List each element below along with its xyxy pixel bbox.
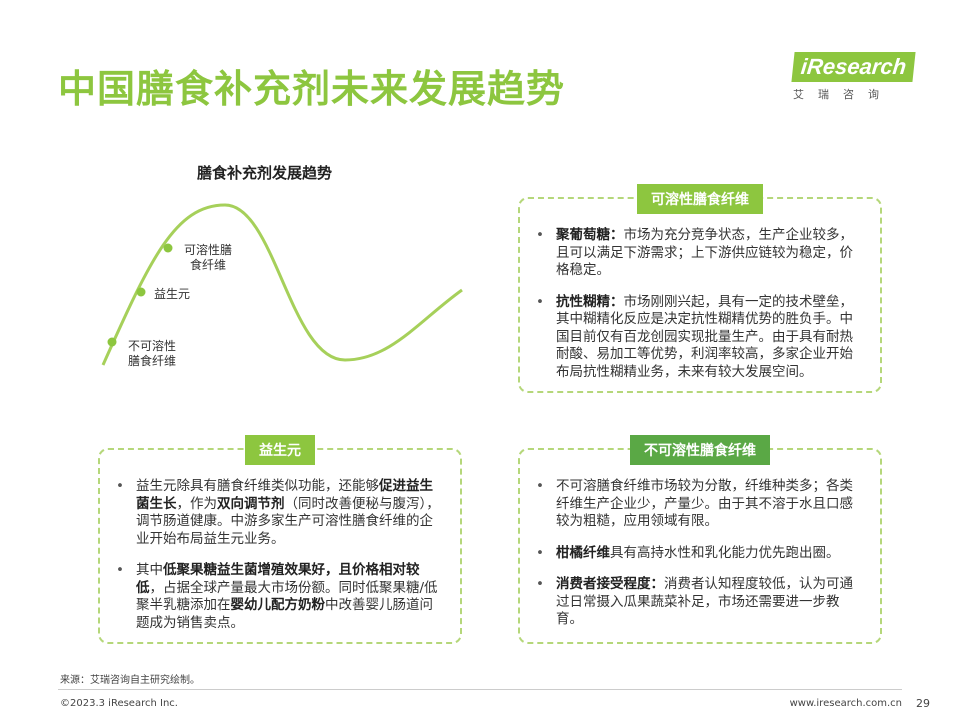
text: 市场刚刚兴起，具有一定的技术壁垒，其中糊精化反应是决定抗性糊精优势的胜负手。中国… (556, 293, 853, 380)
bullet-item: 柑橘纤维具有高持水性和乳化能力优先跑出圈。 (536, 544, 864, 563)
trend-dot (136, 287, 146, 297)
bullet-item: 其中低聚果糖益生菌增殖效果好，且价格相对较低，占据全球产量最大市场份额。同时低聚… (116, 562, 444, 632)
soluble-fiber-box: 可溶性膳食纤维聚葡萄糖：市场为充分竞争状态，生产企业较多，且可以满足下游需求；上… (518, 184, 882, 393)
box-header-tag: 不可溶性膳食纤维 (630, 435, 770, 465)
bullet-item: 抗性糊精：市场刚刚兴起，具有一定的技术壁垒，其中糊精化反应是决定抗性糊精优势的胜… (536, 293, 864, 382)
trend-dot (107, 337, 117, 347)
bold-text: 促进益生菌生长 (136, 478, 433, 512)
text: 具有高持水性和乳化能力优先跑出圈。 (610, 544, 840, 561)
bold-text: 低聚果糖益生菌增殖效果好，且价格相对较低 (136, 562, 420, 596)
trend-curve (101, 203, 463, 366)
text: （同时改善便秘与腹泻），调节肠道健康。中游多家生产可溶性膳食纤维的企业开始布局益… (136, 495, 440, 547)
box-header-tag: 可溶性膳食纤维 (637, 184, 763, 214)
bullet-item: 不可溶膳食纤维市场较为分散，纤维种类多；各类纤维生产企业少，产量少。由于其不溶于… (536, 478, 864, 531)
page-number: 29 (916, 697, 930, 710)
text: 益生元除具有膳食纤维类似功能，还能够 (136, 478, 379, 494)
bold-text: 婴幼儿配方奶粉 (230, 597, 326, 613)
bullet-item: 消费者接受程度：消费者认知程度较低，认为可通过日常摄入瓜果蔬菜补足，市场还需要进… (536, 576, 864, 629)
insoluble-fiber-box: 不可溶性膳食纤维不可溶膳食纤维市场较为分散，纤维种类多；各类纤维生产企业少，产量… (518, 435, 882, 644)
iresearch-logo: iResearch 艾瑞咨询 (791, 52, 916, 102)
text: ，作为 (176, 495, 218, 512)
text: 市场为充分竞争状态，生产企业较多，且可以满足下游需求；上下游供应链较为稳定，价格… (556, 227, 853, 278)
curve-label-soluble: 可溶性膳食纤维 (183, 243, 232, 272)
text: 消费者认知程度较低，认为可通过日常摄入瓜果蔬菜补足，市场还需要进一步教育。 (556, 576, 853, 627)
logo-subtitle: 艾瑞咨询 (793, 88, 893, 101)
website: www.iresearch.com.cn (789, 698, 902, 709)
chart-title: 膳食补充剂发展趋势 (197, 164, 333, 182)
text: 中改善婴儿肠道问题成为销售卖点。 (136, 597, 433, 631)
curve-label-insoluble: 不可溶性膳食纤维 (127, 339, 176, 368)
text: 不可溶膳食纤维市场较为分散，纤维种类多；各类纤维生产企业少，产量少。由于其不溶于… (556, 478, 853, 529)
logo-brand: iResearch (791, 52, 916, 82)
text: 其中 (136, 562, 163, 578)
bullet-item: 益生元除具有膳食纤维类似功能，还能够促进益生菌生长，作为双向调节剂（同时改善便秘… (116, 478, 444, 548)
curve-label-prebiotic: 益生元 (154, 287, 191, 301)
bold-text: 抗性糊精： (556, 293, 624, 310)
bold-text: 消费者接受程度： (556, 576, 664, 592)
page-title: 中国膳食补充剂未来发展趋势 (58, 67, 566, 111)
bold-text: 柑橘纤维 (556, 544, 610, 561)
bold-text: 聚葡萄糖： (556, 227, 624, 243)
text: ，占据全球产量最大市场份额。同时低聚果糖/低聚半乳糖添加在 (136, 579, 438, 614)
bold-text: 双向调节剂 (217, 495, 285, 512)
source-note: 来源：艾瑞咨询自主研究绘制。 (60, 675, 200, 686)
trend-curve-diagram (101, 203, 463, 366)
trend-dot (163, 243, 173, 253)
bullet-item: 聚葡萄糖：市场为充分竞争状态，生产企业较多，且可以满足下游需求；上下游供应链较为… (536, 227, 864, 280)
prebiotic-box: 益生元益生元除具有膳食纤维类似功能，还能够促进益生菌生长，作为双向调节剂（同时改… (98, 435, 462, 644)
box-header-tag: 益生元 (245, 435, 315, 465)
copyright: ©2023.3 iResearch Inc. (60, 698, 178, 709)
footer-divider (58, 689, 902, 690)
